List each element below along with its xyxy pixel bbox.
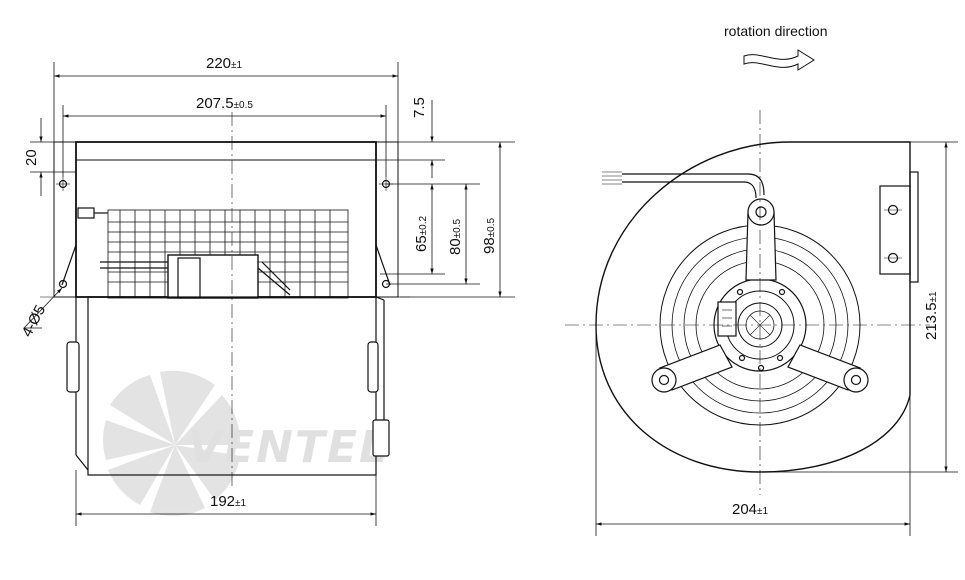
- dim-flange-height: 20: [23, 149, 40, 166]
- power-cable: [622, 173, 765, 196]
- dim-top-offset: 7.5: [411, 97, 428, 118]
- bracket-arm-left: [659, 344, 733, 391]
- left-view-dimensions: [23, 62, 515, 526]
- dim-holes: 4-Ø5: [19, 302, 50, 339]
- dim-hole-spacing: 207.5±0.5: [196, 95, 253, 112]
- dim-front-width: 204±1: [732, 501, 769, 518]
- impeller-blades: [107, 209, 349, 299]
- rotation-arrow-icon: [743, 49, 815, 71]
- dim-front-height: 213.5±1: [923, 291, 940, 340]
- dim-hole-pitch-1: 65±0.2: [413, 215, 430, 252]
- scroll-housing-front: [595, 141, 911, 473]
- dim-bottom-width: 192±1: [210, 493, 247, 510]
- right-view-labels: 213.5±1 204±1: [732, 291, 940, 518]
- right-view-dimensions: [595, 141, 958, 536]
- dim-overall-width: 220±1: [206, 55, 243, 72]
- mount-hole: [58, 279, 68, 289]
- watermark-logo: VENTEL: [103, 370, 389, 516]
- dim-flange-total: 98±0.5: [481, 217, 498, 254]
- rotation-direction-label: rotation direction: [724, 23, 828, 39]
- bracket-arm-right: [787, 344, 861, 391]
- left-side-view: [40, 112, 410, 490]
- dim-hole-pitch-2: 80±0.5: [447, 218, 464, 255]
- terminal-box: [717, 301, 737, 337]
- watermark-brand: VENTEL: [188, 422, 389, 473]
- right-front-view: [565, 110, 930, 495]
